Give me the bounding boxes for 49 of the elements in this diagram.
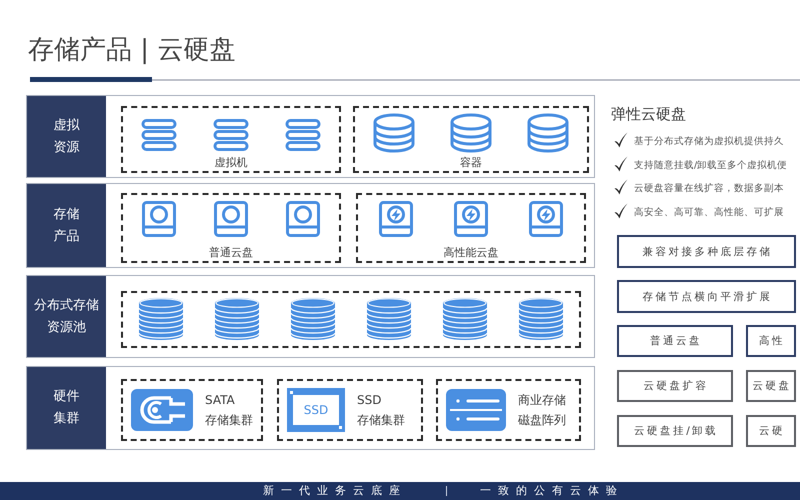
cluster-label: SSD 存储集群 — [357, 392, 406, 429]
cluster-label: 商业存储磁盘阵列 — [518, 392, 567, 429]
feature-box — [617, 415, 733, 447]
dashed-group — [353, 106, 589, 173]
page-title: 存储产品 | 云硬盘 — [28, 34, 236, 66]
group-label: 虚拟机 — [214, 156, 248, 169]
feature-item: 基于分布式存储为虚拟机提供持久 — [634, 135, 784, 148]
layer-label: 虚拟资源 — [27, 96, 106, 177]
feature-box — [746, 370, 796, 402]
group-label: 普通云盘 — [209, 246, 253, 259]
dashed-group — [121, 193, 341, 263]
feature-box — [617, 325, 733, 357]
feature-label: 云硬盘挂/卸载 — [633, 424, 718, 438]
feature-label: 云硬盘扩容 — [642, 379, 708, 393]
feature-item: 支持随意挂载/卸载至多个虚拟机便 — [634, 158, 788, 172]
dashed-group — [436, 379, 581, 441]
dashed-group — [121, 106, 341, 173]
dashed-group — [356, 193, 586, 263]
feature-label: 高性 — [758, 334, 785, 348]
feature-box — [617, 280, 796, 313]
feature-box — [746, 325, 796, 357]
layer-label: 分布式存储资源池 — [27, 276, 106, 357]
feature-box — [617, 235, 796, 268]
panel-heading: 弹性云硬盘 — [611, 104, 686, 124]
layer-label: 存储产品 — [27, 184, 106, 267]
slogan-text: 新一代业务云底座 — [263, 484, 407, 498]
feature-box — [617, 370, 733, 402]
feature-label: 云硬盘 — [752, 379, 792, 393]
layer-row — [26, 183, 595, 268]
feature-item: 云硬盘容量在线扩容，数据多副本 — [634, 182, 784, 195]
feature-box — [746, 415, 796, 447]
dashed-group — [277, 379, 423, 441]
feature-label: 兼容对接多种底层存储 — [642, 244, 772, 258]
feature-item: 高安全、高可靠、高性能、可扩展 — [634, 206, 784, 218]
layer-row — [26, 366, 595, 450]
feature-label: 普通云盘 — [649, 334, 702, 348]
layer-label: 硬件集群 — [27, 367, 106, 449]
dashed-group — [121, 379, 263, 441]
layer-row — [26, 95, 595, 178]
footer-band — [0, 482, 800, 500]
slogan-text: 一致的公有云体验 — [480, 484, 624, 498]
dashed-group — [121, 291, 581, 348]
cluster-label: SATA 存储集群 — [205, 392, 254, 429]
drive-label: SSD — [304, 403, 328, 417]
feature-label: 云硬 — [758, 424, 785, 438]
feature-label: 存储节点横向平滑扩展 — [642, 290, 772, 304]
group-label: 容器 — [460, 156, 482, 169]
group-label: 高性能云盘 — [444, 246, 498, 259]
layer-row — [26, 275, 595, 358]
